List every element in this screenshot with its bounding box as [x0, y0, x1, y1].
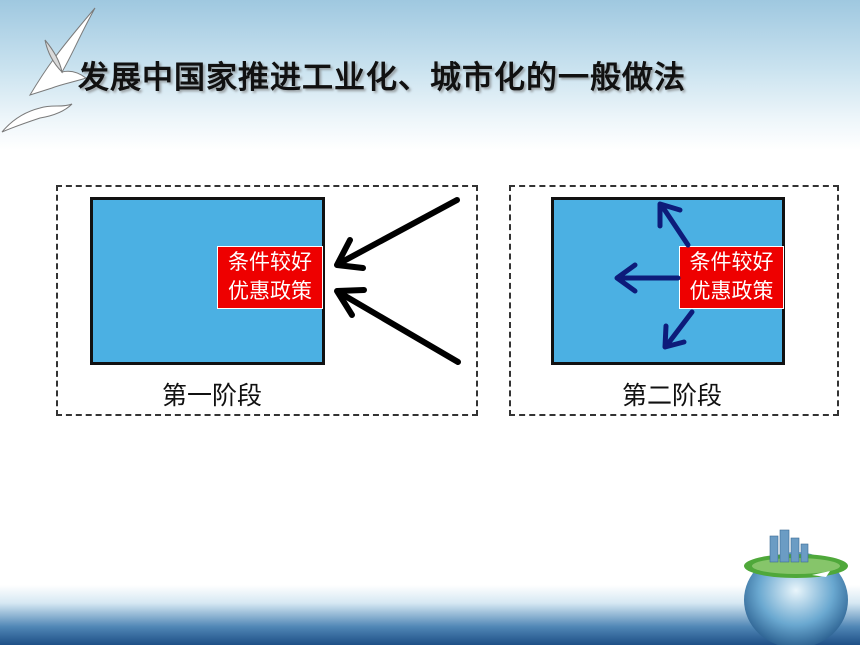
stage-one-arrow-lower	[337, 290, 461, 365]
stage-one-policy-line2: 优惠政策	[228, 279, 312, 303]
footer-wave-background	[0, 585, 860, 645]
stage-two-arrow-up	[659, 203, 691, 248]
stage-two-arrowhead-down	[662, 323, 687, 350]
stage-one-policy-box: 条件较好 优惠政策	[217, 246, 323, 309]
stage-two-policy-box: 条件较好 优惠政策	[679, 246, 784, 309]
header-background	[0, 0, 860, 150]
stage-two-arrowhead-left	[614, 262, 638, 294]
stage-one-arrowhead-upper	[334, 237, 366, 271]
stage-one-panel	[56, 185, 478, 416]
stage-two-label: 第二阶段	[622, 381, 723, 410]
stage-one-label: 第一阶段	[162, 381, 263, 410]
stage-two-arrowhead-up	[657, 201, 683, 229]
stage-two-panel	[509, 185, 839, 416]
stage-one-arrow-upper	[337, 197, 460, 266]
slide-title: 发展中国家推进工业化、城市化的一般做法	[78, 60, 686, 96]
stage-two-policy-line1: 条件较好	[689, 250, 774, 274]
stage-one-policy-line1: 条件较好	[228, 250, 312, 274]
stage-two-arrow-down	[664, 309, 695, 348]
seagull-icon	[1, 7, 96, 133]
stage-one-arrowhead-lower	[334, 287, 367, 318]
stage-two-policy-line2: 优惠政策	[689, 279, 774, 303]
